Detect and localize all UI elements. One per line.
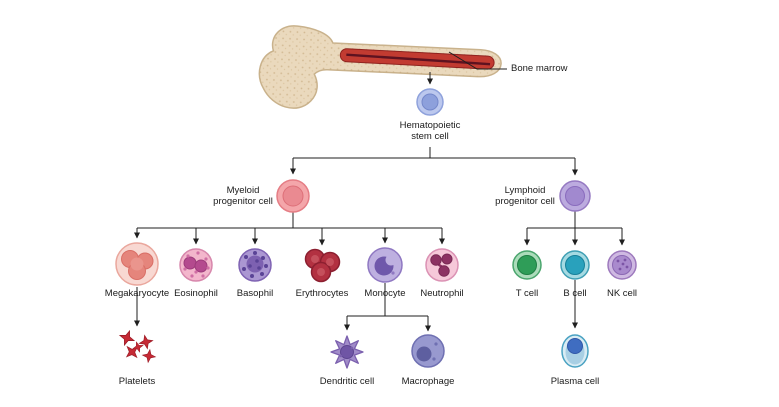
label-megakaryocyte: Megakaryocyte: [104, 288, 170, 299]
dendritic-cell: [330, 335, 364, 369]
macrophage-cell: [411, 334, 445, 368]
cell-nucleus: [565, 255, 585, 275]
label-hematopoietic-stem-cell: Hematopoietic stem cell: [399, 120, 461, 142]
b-cell: [560, 250, 590, 280]
label-neutrophil: Neutrophil: [420, 288, 464, 299]
label-basophil: Basophil: [236, 288, 274, 299]
basophil-cell: [238, 248, 272, 282]
cell-nucleus: [130, 257, 144, 271]
connector-arrows: [134, 72, 625, 332]
myeloid-progenitor-cell: [276, 179, 310, 213]
label-plasma-cell: Plasma cell: [550, 376, 600, 387]
cell-nucleus: [517, 255, 537, 275]
label-monocyte: Monocyte: [364, 288, 406, 299]
platelets-cluster: [116, 327, 157, 364]
hematopoietic-stem-cell: [416, 88, 444, 116]
label-dendritic-cell: Dendritic cell: [319, 376, 375, 387]
granules: [242, 251, 268, 278]
label-erythrocytes: Erythrocytes: [295, 288, 349, 299]
granules: [183, 251, 210, 278]
bone-trabecular-texture: [259, 26, 502, 109]
cell-nucleus: [612, 255, 632, 275]
megakaryocyte-cell: [115, 242, 159, 286]
label-b-cell: B cell: [563, 288, 587, 299]
label-eosinophil: Eosinophil: [174, 288, 218, 299]
label-myeloid-progenitor: Myeloid progenitor cell: [213, 185, 273, 207]
cell-nucleus: [565, 186, 585, 206]
cell-nucleus: [246, 255, 264, 273]
label-platelets: Platelets: [118, 376, 156, 387]
lymphoid-progenitor-cell: [559, 180, 591, 212]
bone-illustration: [258, 25, 502, 109]
monocyte-cell: [367, 247, 403, 283]
cell-nucleus: [567, 338, 583, 354]
erythrocytes-cell: [304, 248, 341, 283]
granules: [616, 258, 629, 271]
label-macrophage: Macrophage: [401, 376, 455, 387]
cell-nucleus: [416, 346, 432, 362]
label-t-cell: T cell: [515, 288, 539, 299]
label-lymphoid-progenitor: Lymphoid progenitor cell: [495, 185, 555, 207]
eosinophil-cell: [179, 248, 213, 282]
nk-cell: [607, 250, 637, 280]
cell-nucleus: [340, 345, 354, 359]
label-nk-cell: NK cell: [606, 288, 638, 299]
t-cell: [512, 250, 542, 280]
plasma-cell: [561, 334, 589, 368]
cell-nucleus: [282, 185, 304, 207]
label-bone-marrow: Bone marrow: [511, 63, 568, 74]
cell-nucleus: [421, 93, 439, 111]
neutrophil-cell: [425, 248, 459, 282]
